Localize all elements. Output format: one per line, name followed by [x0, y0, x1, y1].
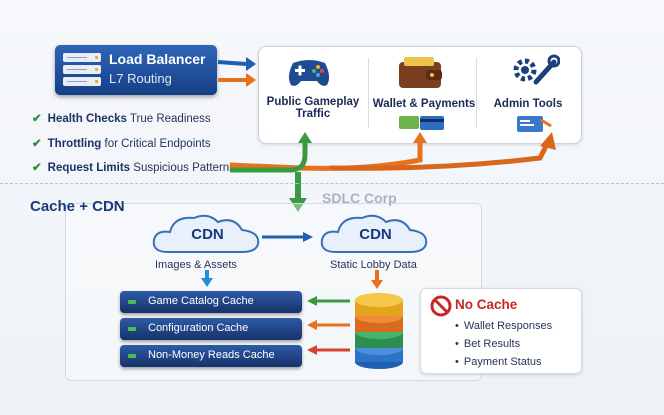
route-green-arrow — [230, 132, 312, 173]
no-cache-item: •Wallet Responses — [455, 320, 553, 332]
cache-arrow-red — [307, 345, 350, 355]
check-text: Suspicious Patterns — [133, 162, 235, 174]
divider — [476, 58, 477, 128]
lb-blue-arrow — [217, 57, 256, 71]
wallet-icon — [399, 57, 442, 88]
no-cache-item-text: Wallet Responses — [463, 320, 553, 332]
server-rack-icon — [63, 53, 101, 87]
cache-arrow-orange — [307, 320, 350, 330]
no-cache-item: •Bet Results — [455, 338, 521, 350]
traffic-label-gameplay: Public Gameplay Traffic — [262, 96, 364, 120]
cache-section-title: Cache + CDN — [30, 198, 125, 215]
assets-down-arrow — [201, 270, 213, 287]
section-divider — [0, 183, 664, 184]
gear-wrench-icon — [513, 54, 560, 85]
lb-orange-arrow — [218, 73, 256, 87]
gamepad-icon — [288, 60, 330, 86]
no-cache-item: •Payment Status — [455, 356, 542, 368]
cdn-link-arrow — [262, 232, 313, 242]
no-cache-title: No Cache — [455, 297, 518, 312]
cache-rack: Game Catalog Cache — [120, 291, 302, 313]
no-cache-item-text: Payment Status — [463, 356, 542, 368]
gameplay-line1: Public Gameplay — [266, 96, 360, 108]
load-balancer-box: Load Balancer L7 Routing — [55, 45, 217, 95]
check-item: ✔ Throttling for Critical Endpoints — [32, 136, 211, 150]
check-bold: Throttling — [47, 138, 102, 150]
cdn-right-label: CDN — [359, 226, 392, 243]
cloud-icon — [152, 214, 260, 253]
down-green-arrow — [289, 172, 307, 212]
cloud-icon — [320, 214, 428, 253]
check-text: for Critical Endpoints — [104, 138, 211, 150]
no-cache-item-text: Bet Results — [463, 338, 521, 350]
route-orange-arrow — [229, 132, 556, 171]
cache-arrow-green — [307, 296, 350, 306]
cache-label: Game Catalog Cache — [148, 295, 254, 307]
cache-rack: Non-Money Reads Cache — [120, 345, 302, 367]
traffic-label-wallet: Wallet & Payments — [372, 98, 476, 110]
watermark: SDLC Corp — [322, 190, 397, 206]
checkmark-icon: ✔ — [32, 113, 42, 125]
cards-icon — [399, 116, 444, 130]
cdn-right-caption: Static Lobby Data — [330, 259, 417, 271]
check-text: True Readiness — [129, 113, 211, 125]
cache-label: Non-Money Reads Cache — [148, 349, 275, 361]
checkmark-icon: ✔ — [32, 162, 42, 174]
cache-label: Configuration Cache — [148, 322, 249, 334]
gameplay-line2: Traffic — [295, 108, 331, 120]
cache-rack: Configuration Cache — [120, 318, 302, 340]
prohibited-icon — [430, 295, 452, 317]
check-bold: Request Limits — [47, 162, 131, 174]
load-balancer-title: Load Balancer — [109, 51, 206, 67]
database-stack-icon — [355, 293, 403, 369]
cdn-left-label: CDN — [191, 226, 224, 243]
check-item: ✔ Request Limits Suspicious Patterns — [32, 160, 235, 174]
divider — [368, 58, 369, 128]
check-item: ✔ Health Checks True Readiness — [32, 111, 211, 125]
admin-card-icon — [517, 116, 552, 132]
check-bold: Health Checks — [47, 113, 127, 125]
lobby-down-arrow — [371, 270, 383, 289]
no-cache-card — [420, 288, 582, 374]
checkmark-icon: ✔ — [32, 138, 42, 150]
traffic-label-admin: Admin Tools — [493, 98, 563, 110]
load-balancer-subtitle: L7 Routing — [109, 71, 172, 86]
cdn-left-caption: Images & Assets — [155, 259, 237, 271]
